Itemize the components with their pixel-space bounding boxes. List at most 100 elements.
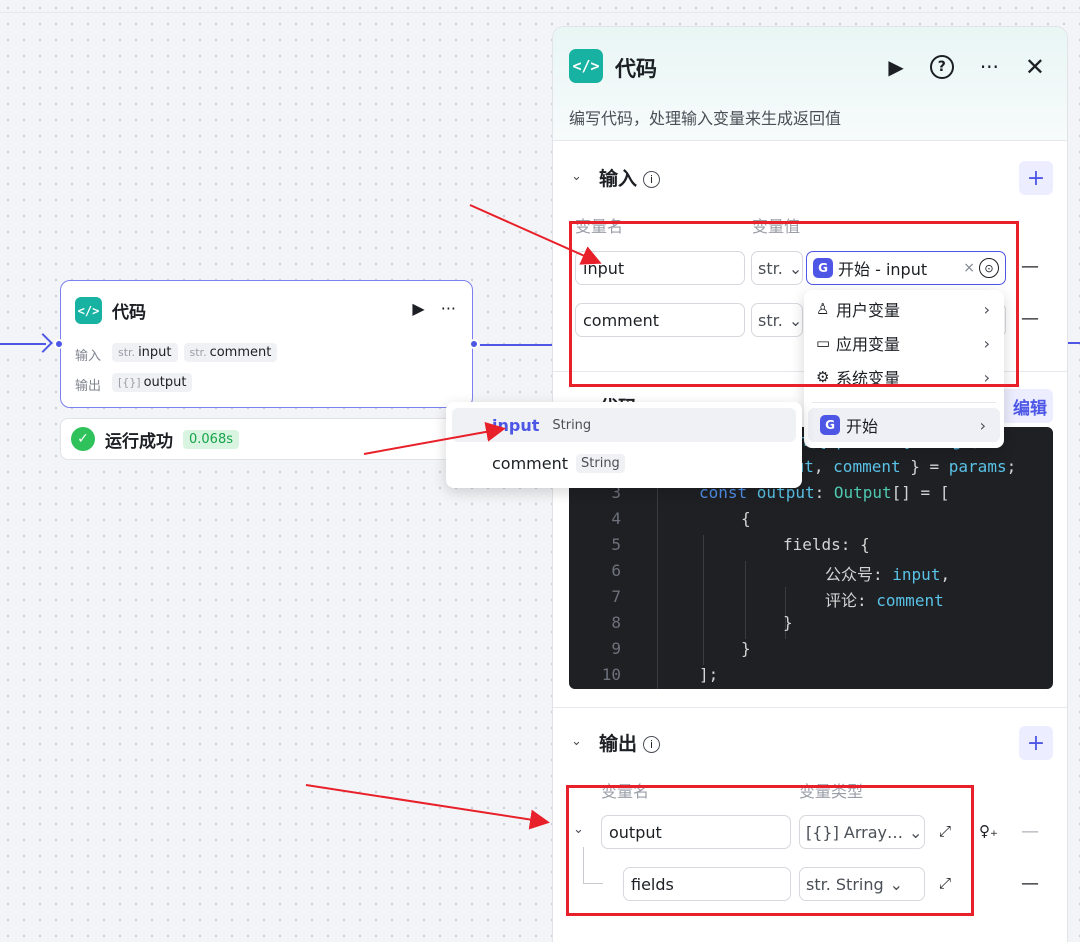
node-title: 代码 [112,303,146,323]
remove-output-button[interactable]: — [1021,821,1039,842]
expand-icon[interactable]: ⤢ [939,874,952,892]
output-var-name-field[interactable]: output [601,815,791,849]
run-status-text: 运行成功 [105,431,173,452]
run-time-badge: 0.068s [183,429,239,449]
add-child-icon[interactable]: ♀₊ [979,822,998,840]
more-icon[interactable]: ··· [979,55,999,79]
dropdown-item-app-variables[interactable]: ▭ 应用变量 › [816,333,990,355]
start-variables-submenu: input String comment String [446,402,802,488]
node-input-chip: str.comment [183,343,278,362]
indent-guide [703,535,704,665]
chevron-down-icon: ⌄ [909,822,923,842]
node-output-port[interactable] [469,339,479,349]
play-icon[interactable]: ▶ [888,55,904,79]
remove-input-button[interactable]: — [1021,256,1039,277]
node-input-chip: str.input [112,343,178,362]
submenu-item-input[interactable]: input String [452,408,796,442]
code-line-7: 评论: comment [825,591,944,610]
indent-guide [785,587,786,639]
output-child-type-select[interactable]: str. String⌄ [799,867,925,901]
code-line-10: ]; [699,665,719,684]
chevron-right-icon: › [983,299,990,319]
node-input-port[interactable] [54,339,64,349]
chevron-right-icon: › [983,333,990,353]
code-line-5: fields: { [783,535,870,554]
panel-actions: ▶ ? ··· ✕ [888,53,1045,81]
clear-icon[interactable]: × [963,260,975,276]
input-type-select[interactable]: str.⌄ [751,303,803,337]
start-node-icon: G [820,415,840,435]
dropdown-divider [812,402,996,403]
output-type-select[interactable]: [{}] Array…⌄ [799,815,925,849]
indent-guide [745,561,746,639]
node-header: </> 代码 [75,297,146,324]
panel-header: </> 代码 ▶ ? ··· ✕ 编写代码，处理输入变量来生成返回值 [553,27,1067,141]
output-child-name-field[interactable]: fields [623,867,791,901]
incoming-edge-arrow [33,333,53,353]
submenu-item-comment[interactable]: comment String [452,446,796,480]
help-icon[interactable]: ? [929,55,954,79]
add-input-button[interactable]: + [1019,161,1053,195]
remove-input-button[interactable]: — [1021,308,1039,329]
value-reference-text: 开始 - input [838,260,928,279]
variable-picker-icon[interactable]: ⊙ [979,258,999,278]
code-line-8: } [783,613,793,632]
user-icon: ♙ [816,300,830,318]
info-icon[interactable]: i [643,736,661,753]
panel-code-icon: </> [569,49,603,83]
node-input-chips: str.input str.comment [112,343,278,362]
node-actions: ▶ ··· [412,299,456,318]
canvas-top-divider [0,12,1080,13]
output-row-chevron-icon[interactable]: ⌄ [573,822,584,837]
line-number: 4 [611,509,621,528]
edit-code-button[interactable]: 编辑 [1001,389,1053,423]
info-icon[interactable]: i [643,171,661,188]
input-section-chevron-icon[interactable]: ⌄ [571,169,582,184]
input-value-reference[interactable]: G 开始 - input × ⊙ [806,251,1006,285]
line-number: 7 [611,587,621,606]
node-output-chips: [{}]output [112,373,193,392]
type-tag: String [576,453,625,473]
input-var-name-field[interactable]: comment [575,303,745,337]
chevron-down-icon: ⌄ [889,874,904,894]
outgoing-edge-right [1068,342,1080,344]
expand-icon[interactable]: ⤢ [939,822,952,840]
node-input-label: 输入 [75,349,102,364]
more-icon[interactable]: ··· [440,299,456,318]
dropdown-item-start[interactable]: G 开始 › [808,408,1000,442]
chevron-down-icon: ⌄ [788,258,803,278]
line-number: 9 [611,639,621,658]
close-icon[interactable]: ✕ [1024,53,1045,81]
dropdown-item-system-variables[interactable]: ⚙ 系统变量 › [816,367,990,389]
code-line-2: put, comment } = params; [785,457,1017,476]
remove-output-child-button[interactable]: — [1021,873,1039,894]
node-output-chip: [{}]output [112,373,193,392]
play-icon[interactable]: ▶ [412,299,425,318]
tree-connector [583,883,603,884]
run-result-bar[interactable]: ✓ 运行成功 0.068s [60,418,473,460]
panel-title: 代码 [615,57,657,81]
code-icon: </> [75,297,102,324]
node-output-label: 输出 [75,379,102,394]
code-line-4: { [741,509,751,528]
code-line-3: const output: Output[] = [ [699,483,950,502]
type-tag: String [547,415,597,435]
variable-source-dropdown: ♙ 用户变量 › ▭ 应用变量 › ⚙ 系统变量 › G 开始 › [804,290,1004,448]
input-type-select[interactable]: str.⌄ [751,251,803,285]
line-number: 5 [611,535,621,554]
input-var-name-field[interactable]: input [575,251,745,285]
add-output-button[interactable]: + [1019,726,1053,760]
annotation-box-input [569,221,1019,387]
code-line-6: 公众号: input, [825,565,951,584]
chevron-right-icon: › [983,367,990,387]
folder-icon: ▭ [816,334,831,352]
output-section-chevron-icon[interactable]: ⌄ [571,734,582,749]
gear-icon: ⚙ [816,368,830,386]
line-number: 3 [611,483,621,502]
dropdown-item-user-variables[interactable]: ♙ 用户变量 › [816,299,990,321]
line-number: 10 [601,665,621,684]
tree-connector [583,847,584,883]
code-node-card[interactable]: </> 代码 ▶ ··· 输入 str.input str.comment 输出… [60,280,473,408]
annotation-box-output [566,785,974,916]
